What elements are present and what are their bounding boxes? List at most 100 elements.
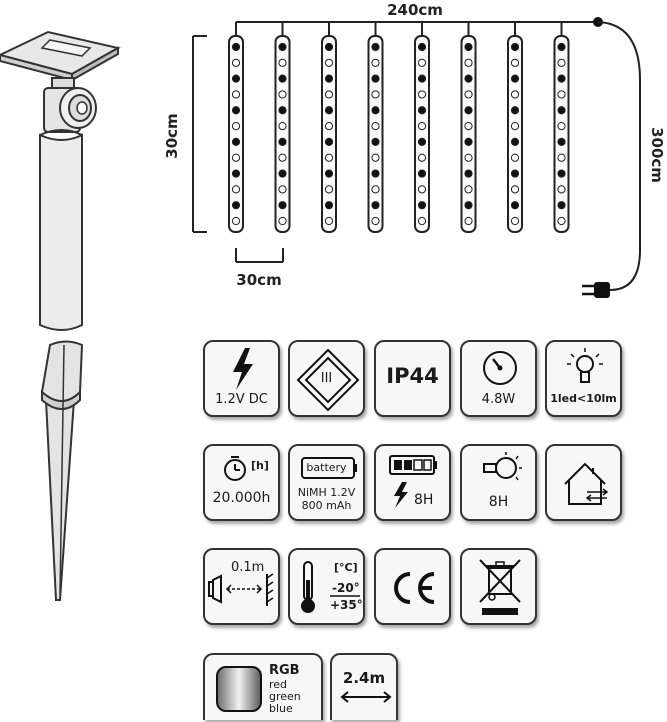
led-dot — [417, 201, 427, 210]
led-dot — [417, 106, 427, 115]
power-meter-icon — [483, 351, 517, 385]
led-dot — [417, 169, 427, 178]
light-string-tube — [507, 35, 523, 233]
led-dot — [371, 58, 380, 67]
led-dot — [324, 153, 334, 162]
temperature-tile: [°C] -20° +35° — [288, 548, 365, 625]
led-dot — [417, 153, 427, 162]
led-dot — [278, 90, 287, 99]
led-dot — [231, 90, 241, 99]
led-dot — [371, 185, 380, 194]
led-dot — [371, 90, 380, 99]
color-tile: RGB red green blue — [203, 653, 323, 720]
weee-tile — [460, 548, 537, 625]
led-dot — [464, 216, 473, 226]
cable-length-label: 2.4m — [342, 669, 386, 687]
led-dot — [510, 42, 520, 52]
color-blue-label: blue — [269, 702, 293, 715]
led-dot — [231, 201, 241, 210]
led-dot — [464, 201, 473, 210]
led-dot — [371, 106, 380, 115]
led-dot — [231, 106, 241, 115]
led-dot — [278, 201, 287, 210]
led-dot — [464, 106, 473, 115]
charging-battery-icon — [389, 455, 437, 508]
led-dot — [324, 137, 334, 147]
led-dot — [278, 58, 287, 67]
string-spacing-label: 30cm — [236, 271, 281, 289]
led-dot — [278, 169, 287, 178]
led-dot — [231, 121, 241, 131]
crossed-bin-icon — [479, 559, 521, 615]
led-dot — [417, 90, 427, 99]
color-swatch-icon — [216, 666, 262, 712]
height-label: 300cm — [648, 127, 666, 183]
lifetime-unit-label: [h] — [251, 459, 269, 472]
color-title-label: RGB — [269, 663, 300, 678]
led-dot — [510, 74, 520, 83]
light-string-tube — [553, 35, 570, 233]
led-dot — [324, 58, 334, 67]
class-iii-icon — [296, 348, 360, 412]
protection-class-tile: III — [288, 340, 365, 417]
charge-time-tile: 8H — [374, 444, 451, 521]
light-time-label: 8H — [488, 494, 509, 510]
battery-type-label: NiMH 1.2V — [297, 486, 356, 499]
led-dot — [464, 42, 473, 52]
led-dot — [278, 74, 287, 83]
temperature-max-label: +35° — [330, 598, 363, 612]
color-green-label: green — [269, 690, 301, 703]
brightness-label: 1led<10lm — [550, 392, 617, 405]
led-dot — [324, 121, 334, 131]
led-dot — [464, 58, 473, 67]
led-dot — [324, 201, 334, 210]
led-dot — [557, 58, 566, 67]
distance-icon — [208, 573, 274, 606]
plug-icon — [582, 282, 610, 298]
led-dot — [231, 137, 241, 147]
led-dot — [231, 216, 241, 226]
led-dot — [324, 216, 334, 226]
lamp-pole — [39, 129, 83, 331]
outdoor-use-tile — [545, 444, 622, 521]
led-dot — [324, 106, 334, 115]
charge-time-label: 8H — [414, 492, 434, 508]
led-dot — [510, 90, 520, 99]
battery-tile: battery NiMH 1.2V 800 mAh — [288, 444, 365, 521]
led-dot — [231, 42, 241, 52]
led-dot — [510, 137, 520, 147]
led-dot — [231, 58, 241, 67]
cable-length-tile: 2.4m — [330, 653, 398, 720]
led-dot — [417, 185, 427, 194]
led-dot — [557, 153, 566, 162]
led-dot — [510, 58, 520, 67]
led-dot — [464, 153, 473, 162]
led-dot — [557, 216, 566, 226]
width-label: 240cm — [387, 1, 443, 19]
led-dot — [371, 137, 380, 147]
voltage-tile: 1.2V DC — [203, 340, 280, 417]
led-dot — [231, 153, 241, 162]
distance-label: 0.1m — [231, 560, 265, 575]
light-strings — [228, 22, 570, 233]
lamp-joint — [43, 87, 97, 133]
string-length-label: 30cm — [163, 113, 181, 158]
led-dot — [557, 185, 566, 194]
ce-mark-tile — [374, 548, 451, 625]
lamp-bulb-icon — [483, 452, 522, 481]
spacing-dimension-line — [235, 248, 284, 263]
brightness-tile: 1led<10lm — [545, 340, 622, 417]
led-dot — [464, 121, 473, 131]
led-dot — [557, 137, 566, 147]
lifetime-tile: [h] 20.000h — [203, 444, 280, 521]
led-dot — [557, 90, 566, 99]
led-dot — [371, 169, 380, 178]
color-red-label: red — [269, 678, 288, 691]
led-dot — [278, 106, 287, 115]
led-dot — [464, 169, 473, 178]
led-dot — [231, 185, 241, 194]
led-dot — [278, 137, 287, 147]
light-string-tube — [228, 35, 244, 233]
lifetime-label: 20.000h — [212, 490, 271, 506]
